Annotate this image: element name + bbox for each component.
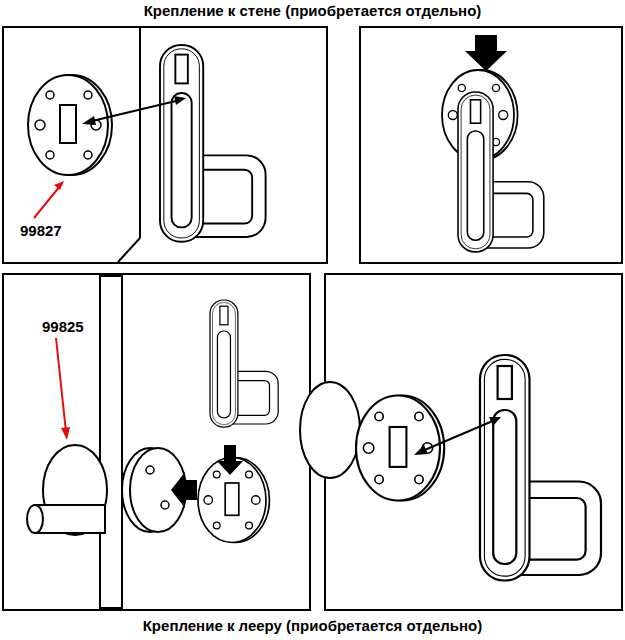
- title: Крепление к стене (приобретается отдельн…: [144, 2, 482, 20]
- caption: Крепление к лееру (приобретается отдельн…: [143, 617, 483, 635]
- callout-number: 99827: [20, 222, 62, 240]
- callout-number: 99825: [42, 318, 84, 336]
